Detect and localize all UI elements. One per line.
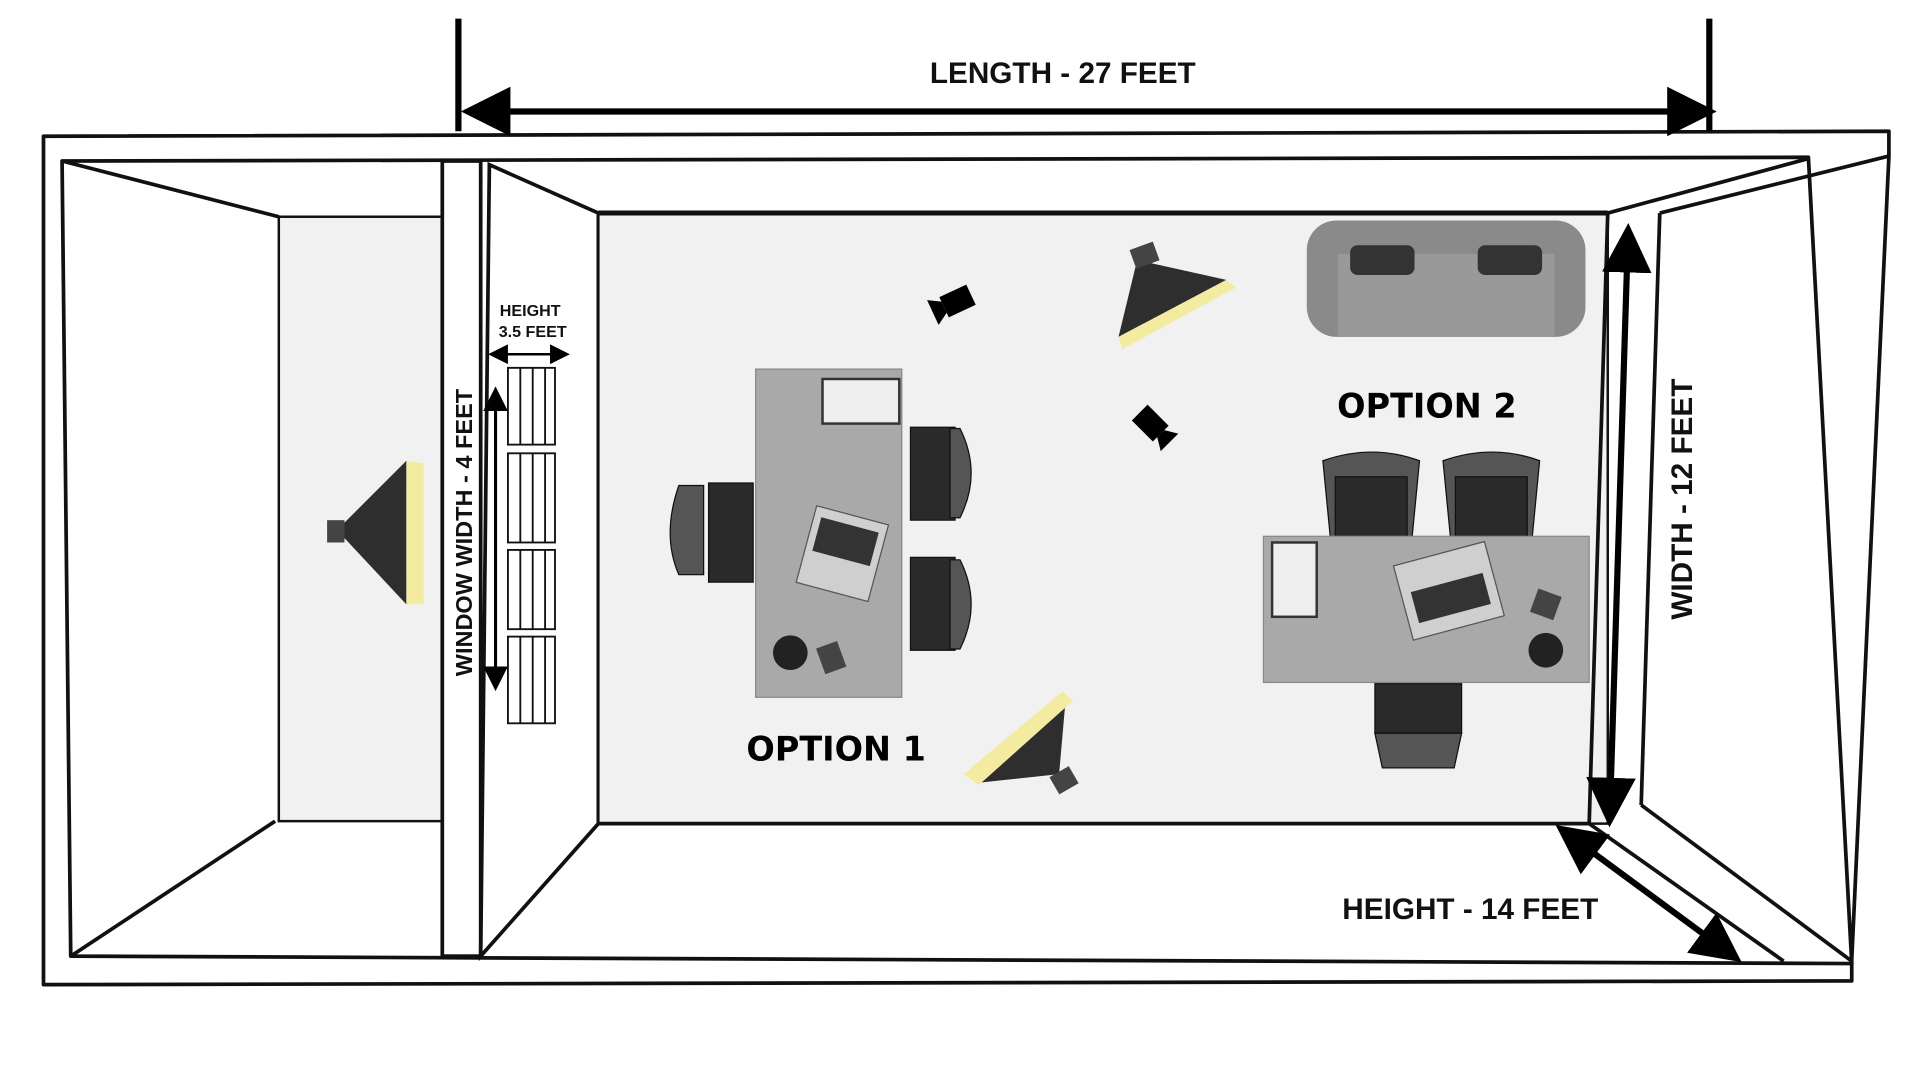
option-2-label: OPTION 2 [1337, 386, 1517, 425]
option-1-desk-setup [669, 368, 972, 698]
window-height-label: HEIGHT [500, 302, 561, 320]
window-height-value: 3.5 FEET [499, 323, 567, 341]
width-arrow [1586, 222, 1652, 828]
window [507, 366, 556, 725]
window-width-label: WINDOW WIDTH - 4 FEET [451, 388, 477, 676]
printer [821, 377, 901, 425]
laptop [795, 504, 890, 603]
outer-walls [41, 129, 1891, 987]
printer [1270, 541, 1318, 619]
office-chair [1322, 451, 1541, 769]
desk-lamp [1528, 632, 1564, 668]
dimension-lines [455, 18, 1742, 963]
height-label: HEIGHT - 14 FEET [1342, 893, 1598, 926]
desk-lamp [772, 635, 808, 671]
office-chair [669, 426, 972, 651]
option-1-label: OPTION 1 [746, 729, 926, 768]
sofa [1306, 220, 1586, 337]
softbox-light-left [327, 460, 424, 605]
length-label: LENGTH - 27 FEET [930, 57, 1196, 90]
camera-icon [927, 284, 976, 325]
width-label: WIDTH - 12 FEET [1666, 379, 1699, 620]
height-arrow [1555, 825, 1742, 963]
laptop [1392, 540, 1506, 641]
camera-icon [1131, 404, 1179, 452]
option-2-desk-setup [1262, 220, 1590, 769]
softbox-light-top [1118, 241, 1237, 350]
divider-wall [440, 159, 483, 959]
softbox-light-bottom [963, 691, 1079, 795]
